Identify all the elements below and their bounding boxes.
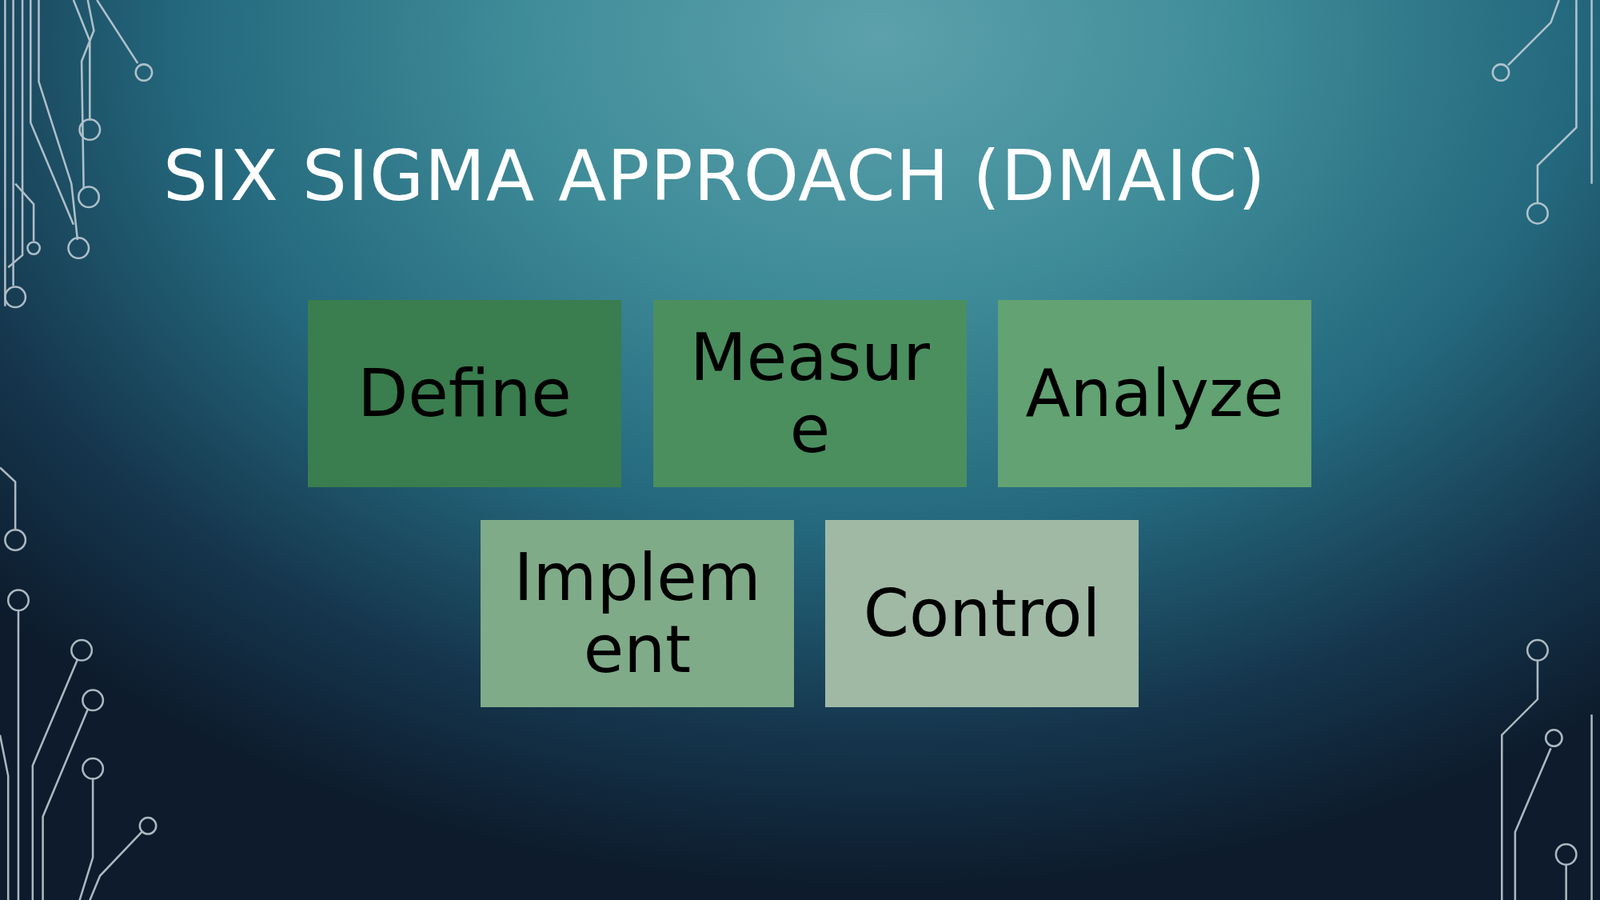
process-box: Control [825,519,1139,707]
process-box: Analyze [997,299,1312,487]
process-box: Implement [480,519,795,707]
slide-title: SIX SIGMA APPROACH (DMAIC) [163,134,1267,217]
step-label: Implement [498,541,777,686]
step-label: Analyze [1025,357,1284,430]
process-box: Measure [653,299,967,487]
step-label: Define [357,357,572,430]
process-box: Define [307,299,622,487]
step-label: Control [863,577,1101,650]
step-label: Measure [670,321,950,466]
